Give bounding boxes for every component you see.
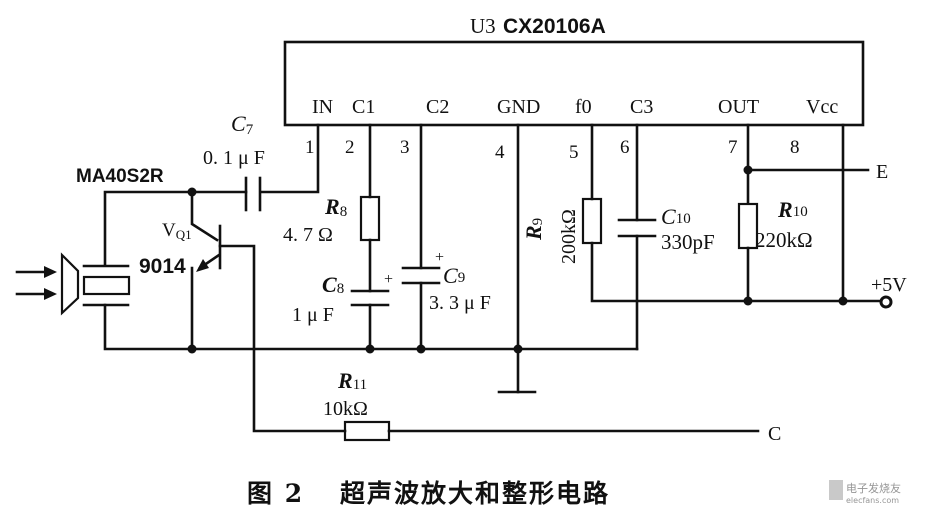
c9-ref: C9 (443, 263, 465, 288)
r11-value: 10kΩ (323, 398, 368, 420)
pin-name-in: IN (312, 96, 333, 118)
capacitor-c9: + C9 3. 3 μ F (401, 249, 491, 314)
c8-ref: C8 (322, 272, 344, 297)
resistor-r8: R8 4. 7 Ω (283, 194, 381, 246)
junction-dot (365, 344, 375, 354)
c8-polarity: + (384, 271, 393, 288)
pin-number-3: 3 (400, 137, 410, 158)
pin-number-4: 4 (495, 142, 505, 163)
terminal-e-label: E (876, 161, 888, 183)
wires (103, 123, 887, 433)
watermark-line2: elecfans.com (846, 496, 899, 505)
r10-value: 220kΩ (755, 228, 813, 252)
r11-body (343, 420, 391, 442)
wire-input (103, 190, 248, 267)
logo-icon (829, 480, 843, 500)
r8-body (359, 195, 381, 242)
transistor-vq1: VQ1 9014 (139, 220, 222, 278)
pin-name-c2: C2 (426, 96, 449, 118)
figure-title: 超声波放大和整形电路 (340, 479, 610, 508)
capacitor-c10: C10 330pF (617, 204, 715, 254)
figure-number: 图 2 (247, 479, 304, 508)
junction-dot (743, 296, 753, 306)
junction-dot (187, 187, 197, 197)
r8-value: 4. 7 Ω (283, 224, 333, 246)
ultrasonic-receiver: MA40S2R (15, 166, 164, 316)
r9-body (581, 197, 603, 245)
resistor-r11: R11 10kΩ (323, 368, 391, 442)
r9-ref: R9 (521, 218, 546, 241)
resistor-r9: R9 200kΩ (521, 197, 603, 264)
transistor-part: 9014 (139, 255, 186, 278)
r9-value: 200kΩ (558, 209, 580, 264)
vcc-bus (590, 241, 887, 303)
r10-body (737, 202, 759, 250)
wire-pin1 (260, 123, 320, 194)
pin-name-c3: C3 (630, 96, 653, 118)
emitter-arrow-icon (196, 259, 209, 272)
c10-ref: C10 (661, 204, 691, 229)
c7-value: 0. 1 μ F (203, 147, 265, 169)
c9-polarity: + (435, 249, 444, 266)
wire-collector (190, 190, 219, 242)
pin-number-6: 6 (620, 137, 630, 158)
pin-name-vcc: Vcc (806, 96, 838, 118)
watermark-logo: 电子发烧友 elecfans.com (829, 480, 901, 505)
ic-body (283, 40, 865, 127)
c9-value: 3. 3 μ F (429, 292, 491, 314)
terminal-c-label: C (768, 423, 781, 445)
c7-ref: C7 (231, 111, 254, 138)
vcc-label: +5V (871, 274, 907, 296)
pin-number-5: 5 (569, 142, 579, 163)
watermark-line1: 电子发烧友 (846, 481, 901, 495)
wire-base (218, 244, 347, 433)
pin-number-7: 7 (728, 137, 738, 158)
junction-dot (187, 344, 197, 354)
junction-dot (416, 344, 426, 354)
vcc-terminal (879, 295, 893, 309)
pin-name-c1: C1 (352, 96, 375, 118)
r8-ref: R8 (324, 194, 347, 220)
resistor-r10: R10 220kΩ (737, 197, 813, 252)
r11-ref: R11 (337, 368, 367, 393)
ic-part-number: CX20106A (503, 15, 606, 38)
figure-caption: 图 2 超声波放大和整形电路 (247, 479, 610, 508)
c10-value: 330pF (661, 230, 715, 254)
ground-bus (103, 303, 639, 351)
junction-dot (838, 296, 848, 306)
junctions (187, 165, 893, 354)
pin-name-f0: f0 (575, 96, 592, 118)
transducer-label: MA40S2R (76, 166, 164, 187)
ic-ref: U3 (470, 14, 496, 38)
capacitor-c7: C7 0. 1 μ F (203, 111, 265, 212)
pin-number-8: 8 (790, 137, 800, 158)
ic-u3: U3 CX20106A IN C1 C2 GND f0 C3 OUT Vcc 1… (283, 14, 865, 163)
transducer-horn (60, 252, 80, 316)
capacitor-c8: + C8 1 μ F (292, 271, 393, 326)
junction-dot (743, 165, 753, 175)
pin-number-1: 1 (305, 137, 315, 158)
arrow-head-icon (44, 266, 57, 278)
junction-dot (513, 344, 523, 354)
r10-ref: R10 (777, 197, 808, 222)
pin-number-2: 2 (345, 137, 355, 158)
arrow-head-icon (44, 288, 57, 300)
c8-value: 1 μ F (292, 304, 334, 326)
pin-name-gnd: GND (497, 96, 540, 118)
pin-name-out: OUT (718, 96, 759, 118)
transistor-ref: VQ1 (162, 220, 192, 242)
transducer-crystal (82, 275, 131, 296)
